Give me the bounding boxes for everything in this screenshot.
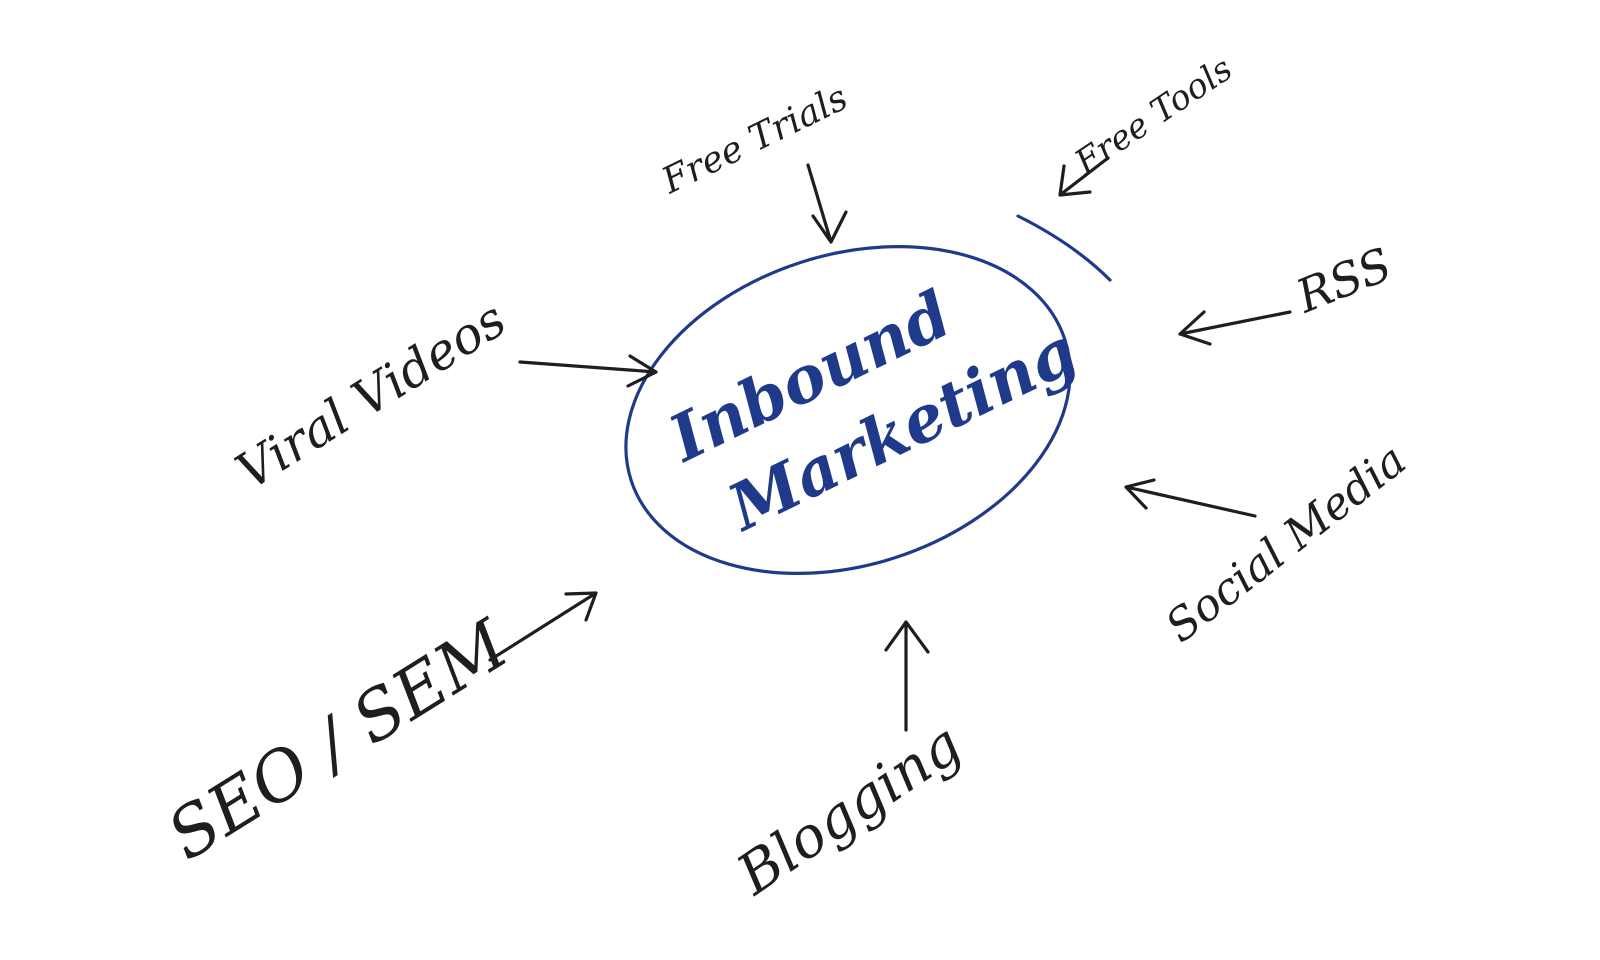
rss-label: RSS — [1288, 237, 1399, 324]
free-trials-arrow-icon — [806, 163, 848, 244]
node-viral-videos: Viral Videos — [226, 290, 658, 501]
viral-videos-arrow-icon — [518, 354, 658, 388]
center-ellipse — [624, 245, 1072, 575]
node-blogging: Blogging — [725, 620, 973, 909]
node-free-trials: Free Trials — [655, 77, 854, 244]
node-seo-sem: SEO / SEM — [154, 591, 598, 876]
seo-sem-label: SEO / SEM — [154, 604, 523, 876]
center-node: Inbound Marketing — [624, 214, 1112, 575]
free-trials-label: Free Trials — [655, 77, 854, 202]
free-tools-arrow-icon — [1058, 156, 1110, 197]
rss-arrow-icon — [1178, 310, 1292, 346]
free-tools-label: Free Tools — [1067, 49, 1240, 183]
blogging-arrow-icon — [884, 620, 930, 732]
seo-sem-arrow-icon — [488, 591, 598, 662]
center-ellipse-tail — [1016, 214, 1112, 282]
node-rss: RSS — [1178, 237, 1399, 346]
node-social-media: Social Media — [1124, 434, 1416, 653]
blogging-label: Blogging — [725, 712, 973, 909]
node-free-tools: Free Tools — [1058, 49, 1240, 197]
social-media-label: Social Media — [1156, 434, 1415, 652]
social-media-arrow-icon — [1124, 478, 1257, 518]
viral-videos-label: Viral Videos — [226, 290, 516, 501]
